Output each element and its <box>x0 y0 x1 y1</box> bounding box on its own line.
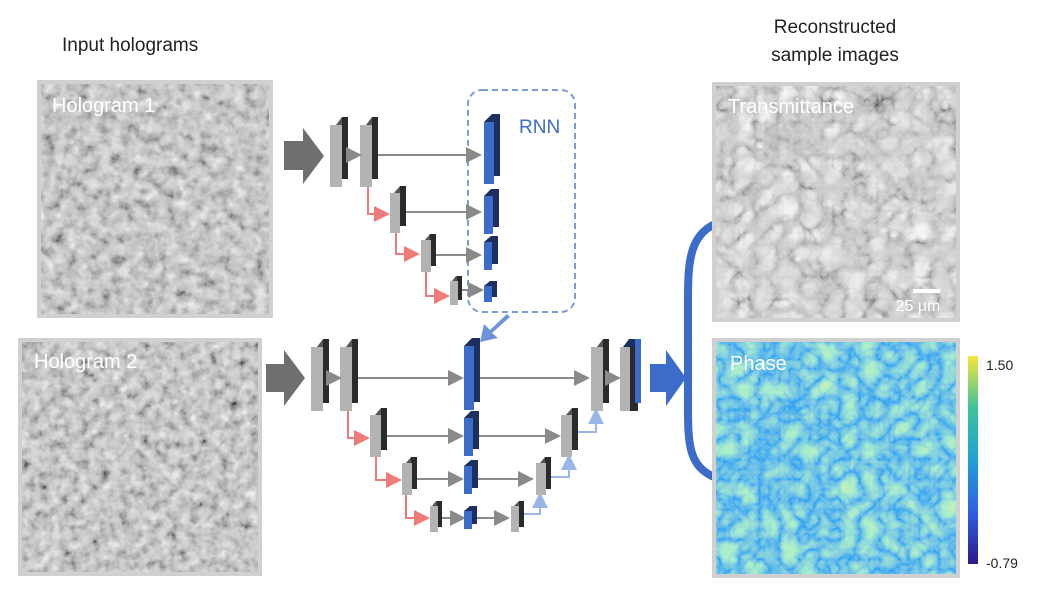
bridge-block <box>464 460 478 494</box>
input-arrow-1 <box>284 128 324 184</box>
encoder-1-block <box>390 186 406 233</box>
bridge-block <box>464 506 477 529</box>
unet-block <box>370 408 387 457</box>
rnn-label: RNN <box>519 117 560 138</box>
hologram-1-panel: Hologram 1 <box>37 80 273 318</box>
rnn-blocks <box>484 114 500 302</box>
decoder-block <box>561 408 578 457</box>
output-heading-line2: sample images <box>771 45 899 66</box>
rnn-block <box>484 189 499 234</box>
output-arrow <box>650 350 686 406</box>
transmittance-panel: Transmittance 25 µm <box>712 82 960 322</box>
decoder-block <box>591 339 609 411</box>
unet-decoder <box>477 339 641 532</box>
unet-block <box>340 339 358 411</box>
unet-block <box>402 457 417 495</box>
phase-panel: Phase <box>712 338 960 578</box>
hologram-1-label: Hologram 1 <box>52 95 155 117</box>
unet-block <box>430 501 442 532</box>
phase-colorbar: 1.50 -0.79 <box>968 356 1018 571</box>
colorbar-min-label: -0.79 <box>986 555 1018 571</box>
output-heading-line1: Reconstructed <box>774 17 897 38</box>
unet-block <box>311 339 329 411</box>
bridge-block <box>464 411 479 456</box>
bridge-block <box>464 338 480 410</box>
decoder-block <box>536 457 551 495</box>
encoder-1 <box>330 117 484 305</box>
encoder-1-block <box>360 117 378 187</box>
encoder-1-block <box>450 276 462 305</box>
unet-bridge-blocks <box>464 338 480 529</box>
input-holograms-heading: Input holograms <box>62 35 198 56</box>
decoder-output-block <box>620 339 641 411</box>
hologram-2-panel: Hologram 2 <box>18 338 262 576</box>
rnn-block <box>484 236 498 270</box>
unet-encoder-2 <box>311 339 466 532</box>
encoder-1-block <box>330 117 348 187</box>
encoder-1-block <box>421 234 436 272</box>
rnn-box <box>467 89 576 313</box>
rnn-block <box>484 281 497 302</box>
scale-bar-label: 25 µm <box>896 298 941 315</box>
output-brace <box>684 217 726 484</box>
decoder-block <box>511 501 524 532</box>
transmittance-label: Transmittance <box>728 96 854 118</box>
rnn-to-decoder-arrow <box>480 314 510 342</box>
rnn-block <box>484 114 500 184</box>
hologram-2-label: Hologram 2 <box>34 351 137 373</box>
colorbar-max-label: 1.50 <box>986 357 1013 373</box>
input-arrow-2 <box>266 350 305 406</box>
phase-label: Phase <box>730 353 787 375</box>
